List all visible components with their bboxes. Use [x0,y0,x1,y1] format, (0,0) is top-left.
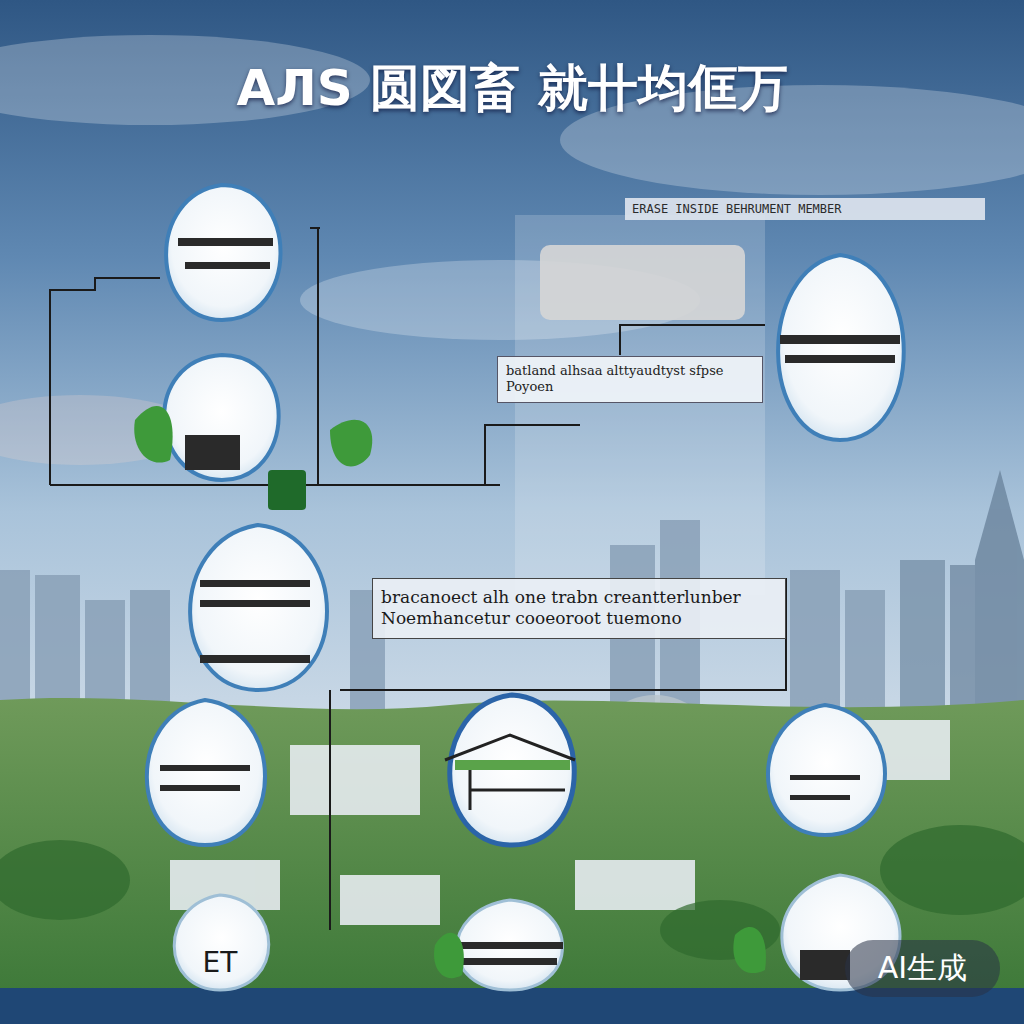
node-text: ET [180,945,260,980]
building-badge: ET [180,945,260,984]
diagram-title: AЛS 圆図畜 就卄均㑌万 [0,55,1024,122]
node-text: bracanoect alh one trabn creantterlunber… [381,587,777,630]
watermark: AI生成 [845,940,1000,997]
leaf-icon [134,406,766,978]
leader-line [50,228,786,930]
info-bubble [147,185,904,990]
banner-text: ERASE INSIDE BEHRUMENT MEMBER [628,200,983,218]
pseudo-text [160,238,900,980]
info-box: bracanoect alh one trabn creantterlunber… [372,578,786,639]
node-text: batland alhsaa alttyaudtyst sfpse Poyoen [506,363,754,396]
cloud [0,35,1024,465]
info-box: batland alhsaa alttyaudtyst sfpse Poyoen [497,356,763,403]
